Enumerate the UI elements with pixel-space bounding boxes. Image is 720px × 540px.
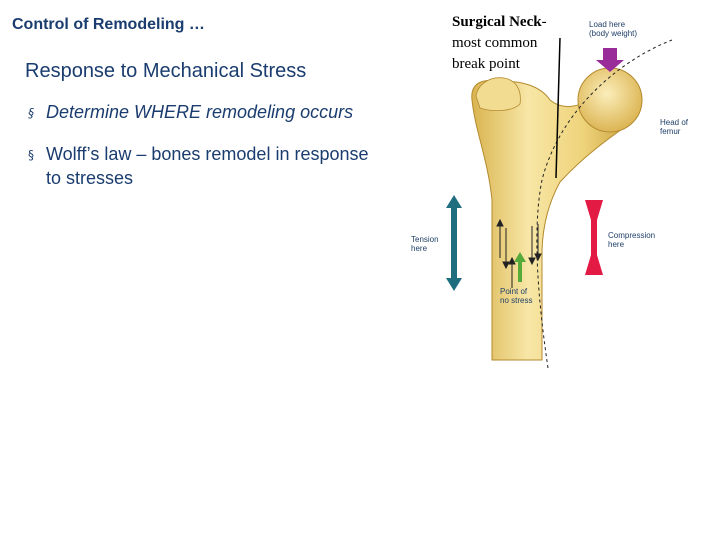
bullet-marker: § (28, 148, 34, 162)
bullet-lead: Wolff’s law (46, 144, 132, 164)
bullet-wolffs-law: § Wolff’s law – bones remodel in respons… (28, 142, 388, 190)
slide-title: Response to Mechanical Stress (25, 60, 307, 82)
bullet-text: Determine WHERE remodeling occurs (46, 102, 354, 122)
femur-head (577, 67, 643, 133)
no-stress-arrow (514, 252, 526, 282)
femur-figure: Surgical Neck- most common break point L… (400, 0, 720, 400)
label-head-of-femur: Head of femur (660, 118, 689, 136)
bullet-list: § Determine WHERE remodeling occurs § Wo… (28, 100, 388, 208)
bullet-text: – bones remodel in response to stresses (46, 144, 369, 188)
section-title: Control of Remodeling … (12, 16, 205, 33)
surgical-neck-pointer (555, 37, 561, 179)
tension-arrow (446, 195, 462, 291)
shaft-stress-arrows (496, 218, 542, 288)
stress-line (536, 39, 673, 369)
surgical-neck-caption: Surgical Neck- most common break point (452, 12, 547, 75)
caption-bold: Surgical Neck (452, 14, 542, 30)
caption-line-2: most common (452, 35, 538, 51)
femur-bone (471, 80, 633, 361)
load-arrow (596, 48, 624, 72)
femur-diagram (446, 37, 673, 369)
compression-arrow (585, 200, 603, 275)
label-load: Load here (body weight) (589, 20, 638, 38)
greater-trochanter (475, 77, 521, 112)
label-tension: Tension here (411, 235, 439, 253)
caption-line-3: break point (452, 56, 520, 72)
label-no-stress: Point of no stress (500, 287, 533, 305)
caption-dash: - (541, 14, 547, 30)
bullet-marker: § (28, 106, 34, 120)
label-compression: Compression here (608, 231, 656, 249)
bullet-remodeling-location: § Determine WHERE remodeling occurs (28, 100, 388, 124)
